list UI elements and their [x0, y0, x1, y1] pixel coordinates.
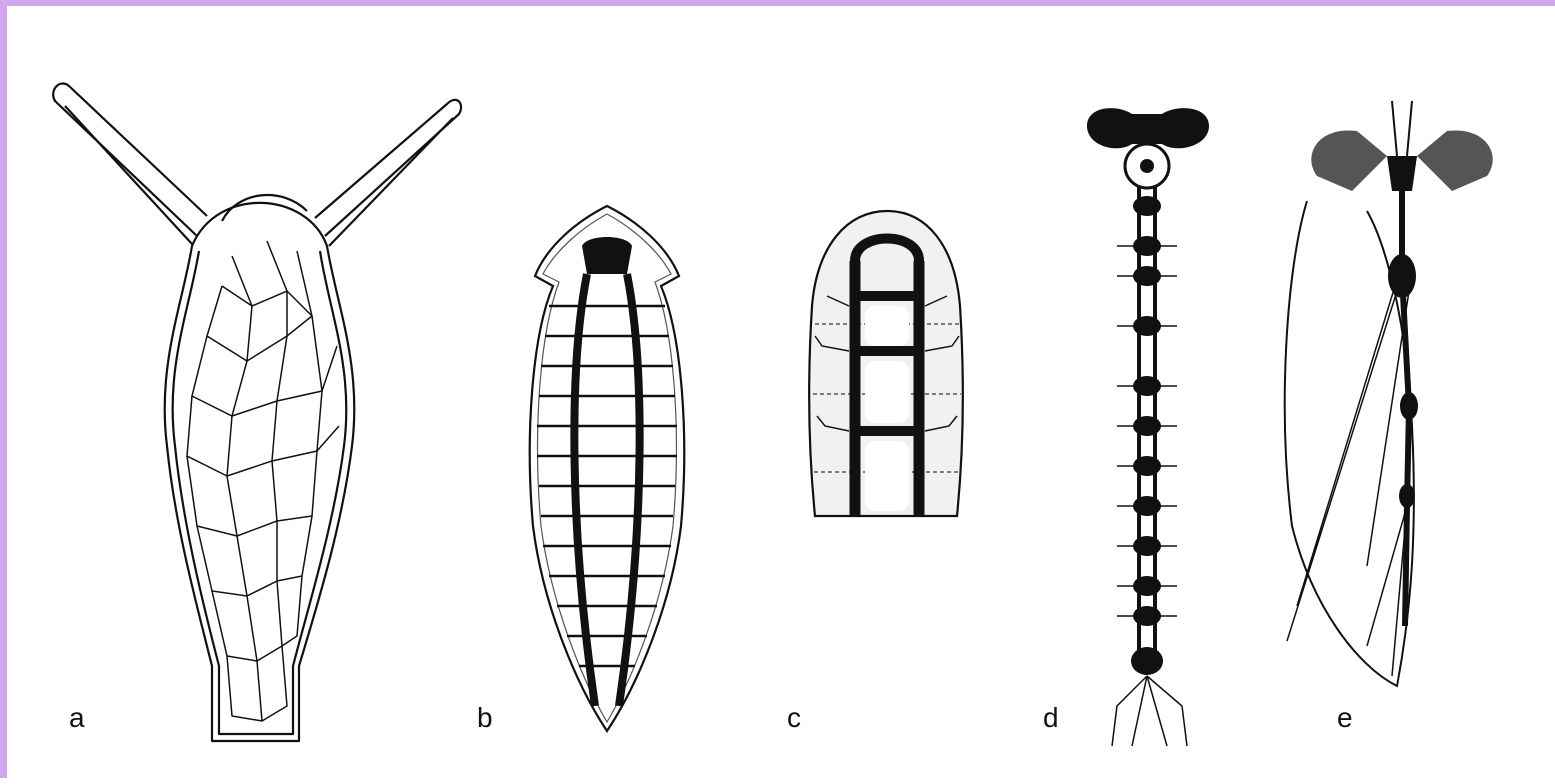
panel-d: d	[1037, 6, 1237, 784]
panel-b: b	[477, 6, 737, 784]
fused-insect-nervous-system-icon	[1247, 6, 1507, 784]
thoracic-nerves-icon	[1287, 286, 1409, 676]
panel-b-label: b	[477, 704, 493, 732]
hydra-nerve-net-icon	[7, 6, 487, 784]
flatworm-nervous-system-icon	[477, 6, 737, 784]
ganglia-icon	[1131, 196, 1163, 675]
panel-c-label: c	[787, 704, 801, 732]
panel-a-label: a	[69, 704, 85, 732]
annelid-ladder-nervous-system-icon	[787, 6, 987, 784]
panel-a: a	[7, 6, 487, 784]
panel-d-label: d	[1043, 704, 1059, 732]
panel-e-label: e	[1337, 704, 1353, 732]
insect-ventral-nerve-cord-icon	[1037, 6, 1237, 784]
panel-e: e	[1247, 6, 1507, 784]
commissures-icon	[537, 306, 677, 666]
panel-c: c	[787, 6, 987, 784]
nerve-net-icon	[187, 241, 339, 721]
